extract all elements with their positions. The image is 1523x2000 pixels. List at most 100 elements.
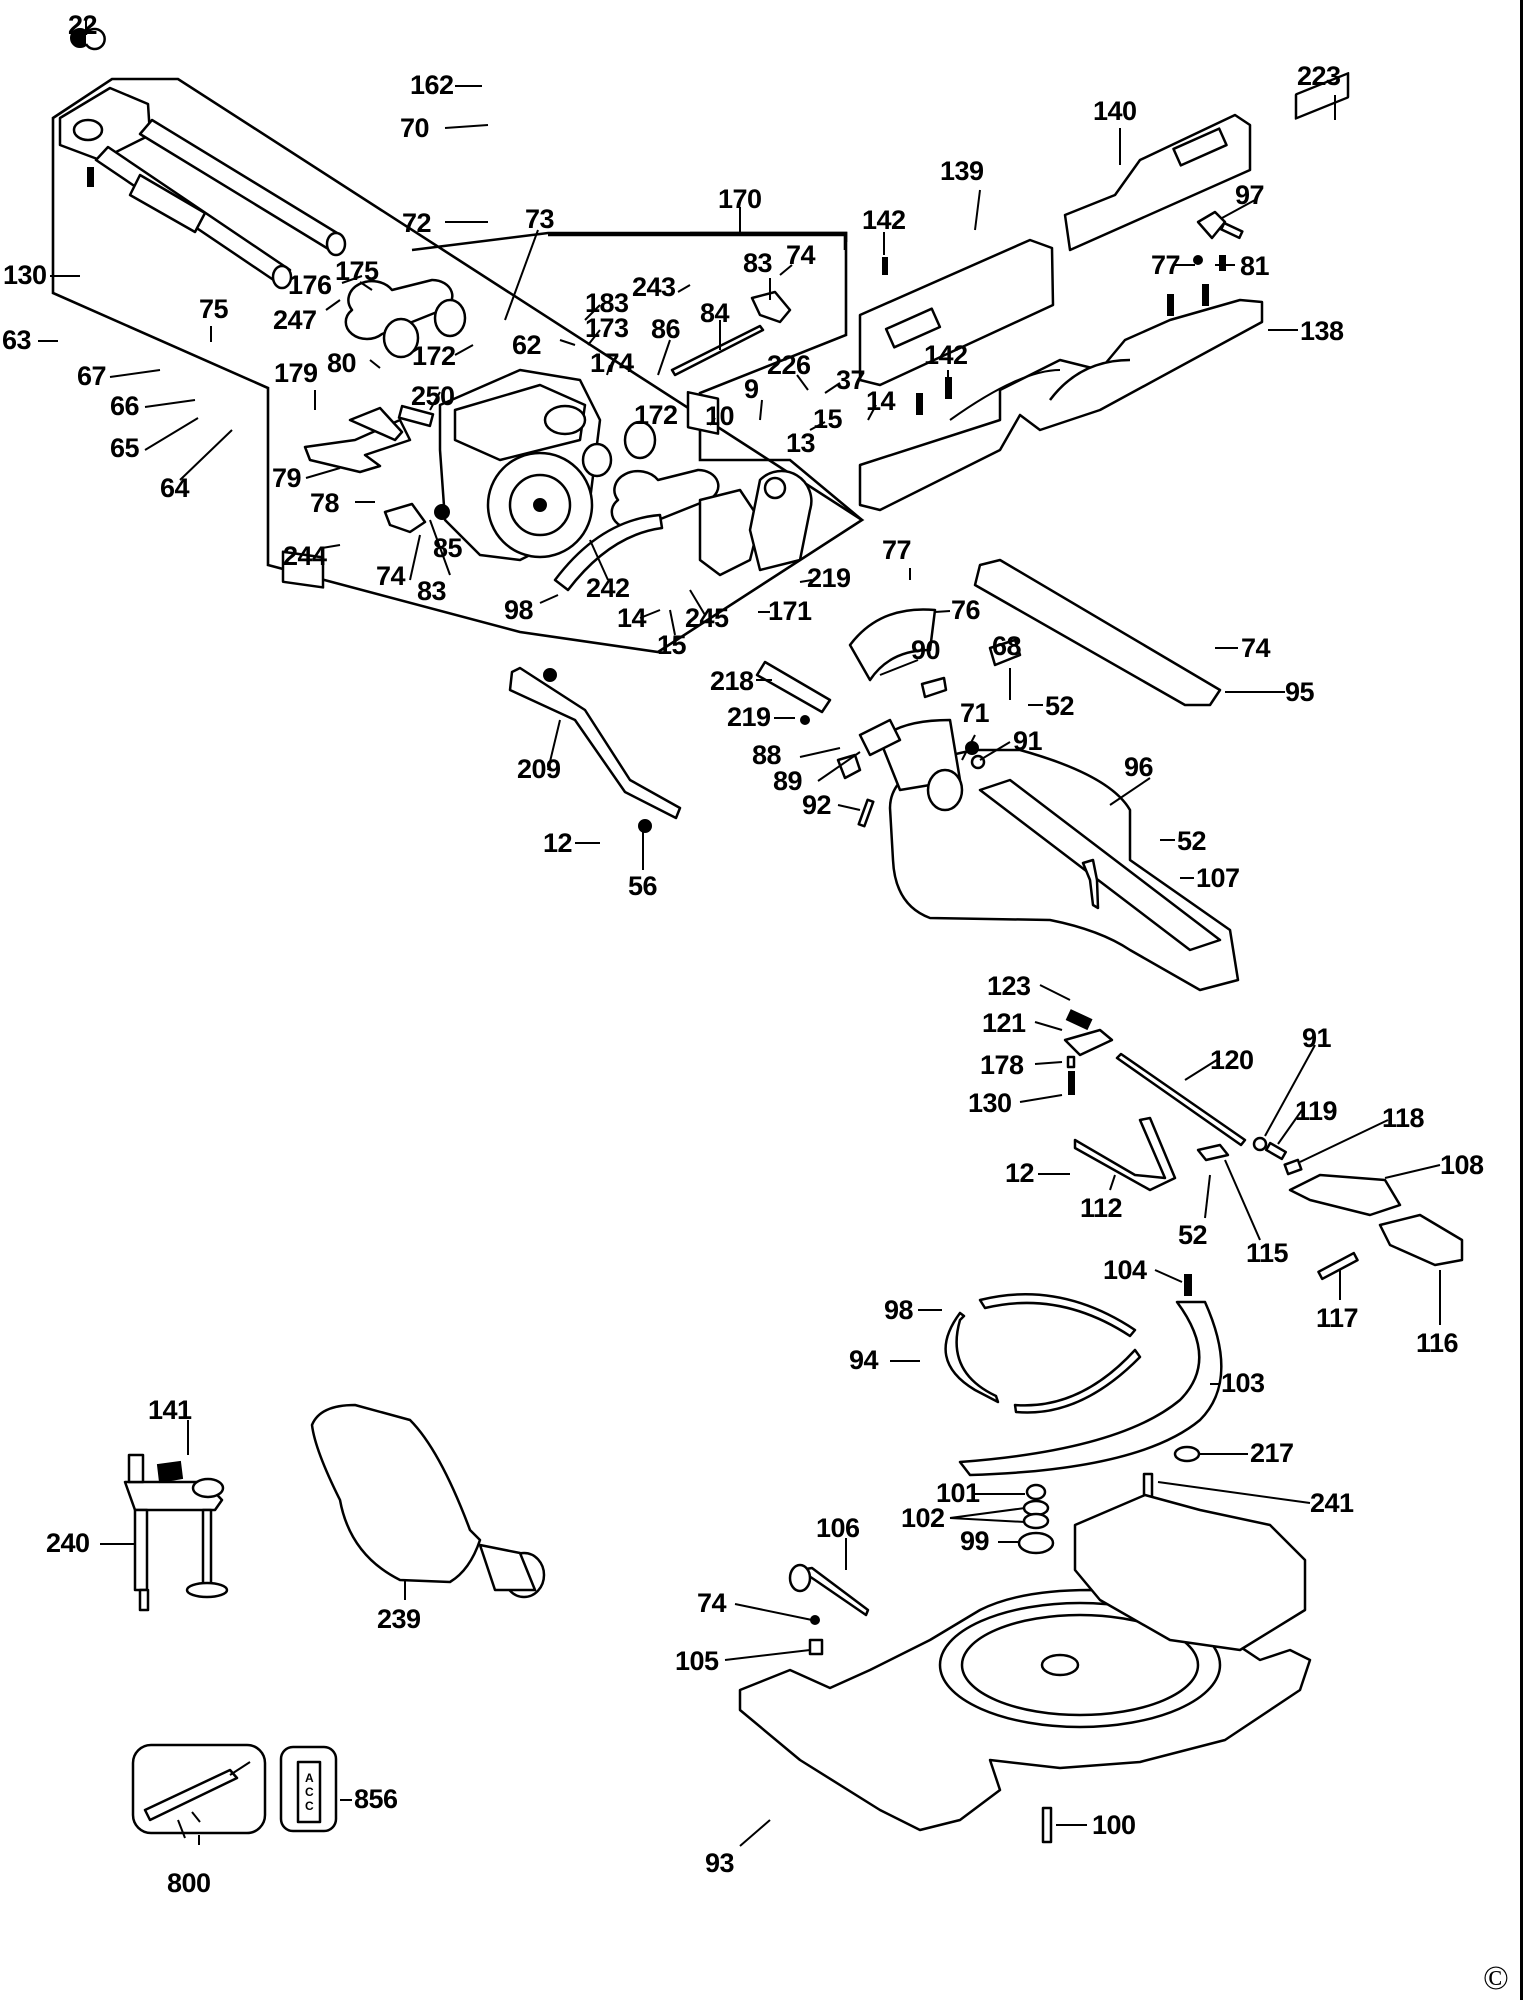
accessory-icon-856 xyxy=(279,1745,338,1833)
part-label-52b: 52 xyxy=(1177,826,1207,856)
part-label-65: 65 xyxy=(110,433,140,463)
part-label-172a: 172 xyxy=(412,341,456,371)
ring-94-upper xyxy=(978,1293,1137,1338)
part-label-91a: 91 xyxy=(1013,726,1043,756)
part-label-74b: 74 xyxy=(786,240,816,270)
wrench-106 xyxy=(788,1563,870,1617)
leader-line xyxy=(1299,1119,1389,1163)
leader-line xyxy=(589,539,609,581)
part-label-183: 183 xyxy=(585,288,629,318)
leader-line xyxy=(144,399,196,408)
leader-line xyxy=(547,719,561,771)
part-label-800: 800 xyxy=(167,1868,211,1898)
leader-line xyxy=(949,1517,1026,1523)
part-label-75: 75 xyxy=(199,294,229,324)
part-label-91b: 91 xyxy=(1302,1023,1332,1053)
leader-line xyxy=(1264,1044,1316,1137)
leader-line xyxy=(879,659,919,676)
part-label-56: 56 xyxy=(628,871,658,901)
part-label-108: 108 xyxy=(1440,1150,1484,1180)
bracket-112 xyxy=(1073,1116,1177,1192)
part-label-83b: 83 xyxy=(743,248,773,278)
part-label-99: 99 xyxy=(960,1526,990,1556)
leader-line xyxy=(504,229,539,321)
part-label-98a: 98 xyxy=(504,595,534,625)
leader-line xyxy=(1154,1269,1183,1283)
leader-line xyxy=(979,741,1011,761)
part-label-66: 66 xyxy=(110,391,140,421)
part-label-179: 179 xyxy=(274,358,318,388)
leader-line xyxy=(639,609,661,619)
leader-line xyxy=(669,609,676,636)
washer-91 xyxy=(1252,1136,1268,1152)
part-label-100: 100 xyxy=(1092,1810,1136,1840)
part-label-93: 93 xyxy=(705,1848,735,1878)
part-label-92: 92 xyxy=(802,790,832,820)
part-label-171: 171 xyxy=(768,596,812,626)
part-label-244: 244 xyxy=(283,541,327,571)
rail-assembly-frame xyxy=(51,77,865,654)
part-label-12b: 12 xyxy=(1005,1158,1035,1188)
guard-76 xyxy=(848,608,937,682)
part-label-209: 209 xyxy=(517,754,561,784)
bolt-100 xyxy=(1041,1806,1053,1844)
part-label-63: 63 xyxy=(2,325,32,355)
part-label-13: 13 xyxy=(786,428,816,458)
fence-139 xyxy=(858,238,1055,387)
leader-line xyxy=(587,329,601,346)
label-244 xyxy=(281,550,325,589)
part-label-94: 94 xyxy=(849,1345,879,1375)
handle-116 xyxy=(1378,1213,1464,1267)
part-label-142b: 142 xyxy=(924,340,968,370)
part-label-176: 176 xyxy=(288,270,332,300)
part-label-95: 95 xyxy=(1285,677,1315,707)
part-label-141: 141 xyxy=(148,1395,192,1425)
part-label-241: 241 xyxy=(1310,1488,1354,1518)
part-label-219a: 219 xyxy=(807,563,851,593)
part-label-84: 84 xyxy=(700,298,730,328)
part-label-85: 85 xyxy=(433,533,463,563)
disc-217 xyxy=(1173,1445,1201,1463)
part-label-89: 89 xyxy=(773,766,803,796)
leader-line xyxy=(321,544,341,549)
leader-line xyxy=(409,534,421,581)
screw-74-base xyxy=(810,1615,820,1625)
part-label-130a: 130 xyxy=(3,260,47,290)
part-label-79: 79 xyxy=(272,463,302,493)
part-label-140: 140 xyxy=(1093,96,1137,126)
fence-140 xyxy=(1063,113,1252,252)
part-label-68: 68 xyxy=(992,631,1022,661)
leader-line xyxy=(824,382,841,394)
rail-bracket xyxy=(58,27,152,162)
handle-108 xyxy=(1288,1173,1402,1217)
leader-line xyxy=(429,519,451,576)
part-label-96: 96 xyxy=(1124,752,1154,782)
leader-line xyxy=(677,284,691,293)
part-label-138: 138 xyxy=(1300,316,1344,346)
ring-103 xyxy=(958,1300,1223,1477)
label-250 xyxy=(397,404,435,428)
part-label-73: 73 xyxy=(525,204,555,234)
part-label-102: 102 xyxy=(901,1503,945,1533)
icon-856-letter: C xyxy=(305,1785,314,1799)
leader-line xyxy=(429,391,441,411)
washers-101-99 xyxy=(1017,1483,1055,1555)
leader-line xyxy=(809,421,826,431)
leader-line xyxy=(1034,1021,1063,1031)
knob-97 xyxy=(1196,210,1244,240)
part-label-52a: 52 xyxy=(1045,691,1075,721)
rail-tubes xyxy=(94,118,347,290)
leader-line xyxy=(369,359,381,369)
leader-line xyxy=(867,404,877,421)
part-label-12a: 12 xyxy=(543,828,573,858)
part-118 xyxy=(1283,1158,1303,1176)
part-label-83a: 83 xyxy=(417,576,447,606)
part-label-71: 71 xyxy=(960,698,990,728)
leader-line xyxy=(759,399,763,421)
part-label-250: 250 xyxy=(411,381,455,411)
leader-line xyxy=(709,417,716,426)
leader-line xyxy=(179,429,233,481)
leader-line xyxy=(949,1507,1026,1519)
copyright-mark: © xyxy=(1483,1960,1509,1997)
ring-94-lower xyxy=(1013,1348,1142,1414)
